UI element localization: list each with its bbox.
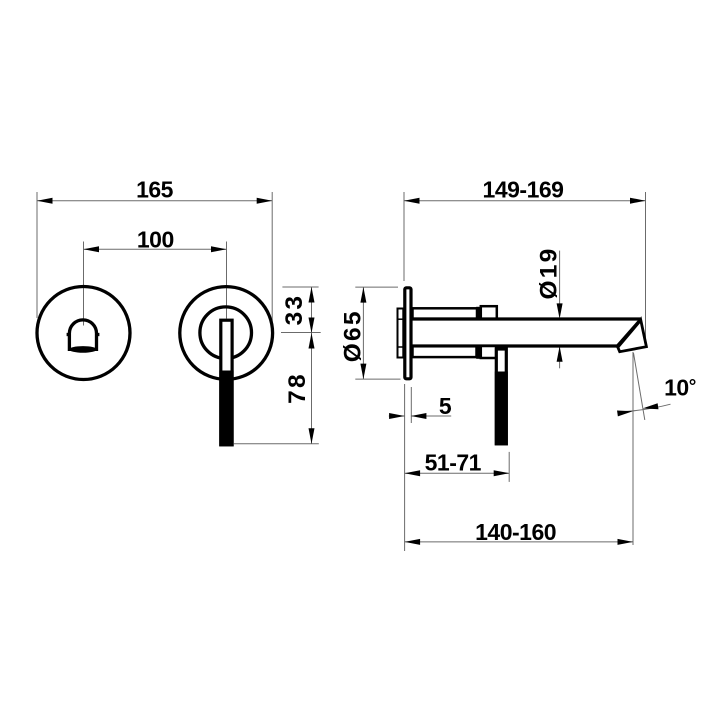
svg-text:Ø65: Ø65 bbox=[340, 309, 367, 362]
svg-text:10°: 10° bbox=[664, 375, 696, 401]
svg-text:33: 33 bbox=[281, 294, 308, 326]
svg-text:140-160: 140-160 bbox=[475, 519, 556, 545]
svg-text:149-169: 149-169 bbox=[483, 177, 564, 203]
svg-text:5: 5 bbox=[439, 393, 452, 419]
svg-text:51-71: 51-71 bbox=[425, 450, 482, 476]
svg-text:100: 100 bbox=[137, 226, 174, 252]
svg-text:78: 78 bbox=[284, 372, 311, 404]
svg-text:Ø19: Ø19 bbox=[536, 247, 563, 300]
svg-text:165: 165 bbox=[136, 177, 174, 203]
